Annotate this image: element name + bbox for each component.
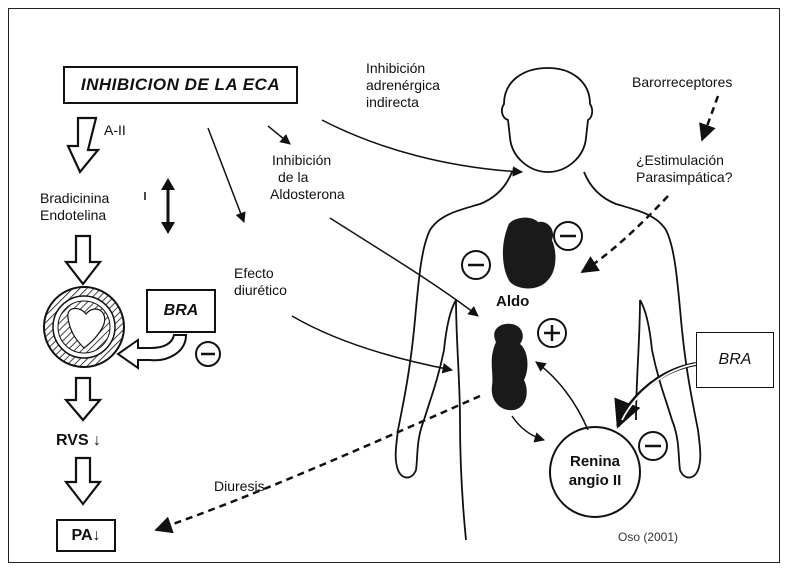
up-down-arrow-icon [161,178,175,234]
pa-box: PA↓ [56,519,116,552]
label-inhibicion-aldosterona-1: Inhibición [272,152,331,169]
label-estimulacion-1: ¿Estimulación [636,152,724,169]
title-box: INHIBICION DE LA ECA [63,66,298,104]
label-rvs: RVS ↓ [56,432,101,449]
minus-sign-heart-right [554,222,582,250]
label-efecto-2: diurético [234,282,287,299]
plus-sign-kidney [538,319,566,347]
label-inhibicion-aldosterona-2: de la [278,169,308,186]
bra-left-curved-arrow [118,335,186,368]
kidney-shape [492,324,528,411]
heart-shape [503,218,556,289]
citation: Oso (2001) [618,530,678,544]
label-aldo: Aldo [496,293,529,310]
dashed-arrow-barorreceptores [702,96,718,140]
minus-sign-renina [639,432,667,460]
bra-box-right: BRA [696,332,774,388]
arrow-eca-to-aldosterona [268,126,290,144]
arrow-adrenergica-to-body [322,120,522,172]
hollow-arrow-2 [66,236,100,284]
arrow-eca-to-efecto [208,128,244,222]
label-adrenergica-1: Inhibición [366,60,425,77]
label-renina: Renina angio II [550,452,640,490]
hollow-arrow-4 [66,458,100,504]
body-silhouette [396,68,701,540]
label-adrenergica-3: indirecta [366,94,419,111]
label-efecto-1: Efecto [234,265,274,282]
arrow-kidney-to-renina [512,416,544,440]
label-estimulacion-2: Parasimpática? [636,169,733,186]
label-inhibicion-aldosterona-3: Aldosterona [270,186,345,203]
label-endotelina: Endotelina [40,207,106,224]
label-adrenergica-2: adrenérgica [366,77,440,94]
label-a-ii: A-II [104,122,126,139]
label-bradicinina: Bradicinina [40,190,109,207]
arrow-renina-to-kidney [536,362,588,430]
hollow-arrow-1 [68,118,98,172]
arrow-bra-right-inner [622,364,696,420]
label-diuresis: Diuresis [214,478,265,495]
dashed-arrow-diuresis-to-pa [156,396,480,530]
vessel-icon [44,287,124,367]
label-barorreceptores: Barorreceptores [632,74,732,91]
minus-sign-heart-left [462,251,490,279]
hollow-arrow-3 [66,378,100,420]
bra-box-left: BRA [146,289,216,333]
label-renina-2: angio II [550,471,640,490]
arrow-efecto-to-kidney [292,316,452,370]
label-renina-1: Renina [550,452,640,471]
minus-sign-bra-left [196,342,220,366]
